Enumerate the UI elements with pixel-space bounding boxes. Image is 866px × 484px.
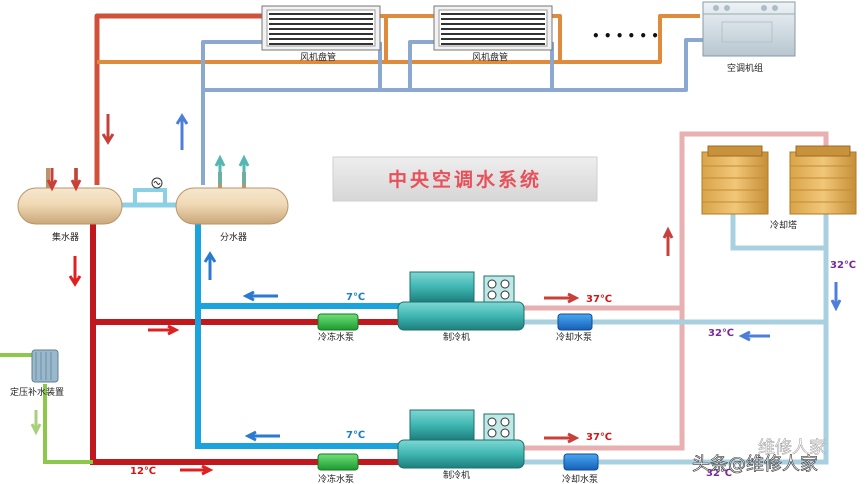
watermark: 维修人家 头条@维修人家 xyxy=(692,438,827,476)
cw-pump-2-label: 冷却水泵 xyxy=(562,473,598,484)
distributor-label: 分水器 xyxy=(220,231,247,243)
fan-coil-unit-2 xyxy=(433,5,553,51)
collector-header xyxy=(17,168,123,225)
supply-temp-2: 7℃ xyxy=(346,430,365,441)
more-units-ellipsis: • • • • • • xyxy=(592,29,659,43)
cw-in-temp-2: 32℃ xyxy=(706,468,732,479)
fan-coil-2-label: 风机盘管 xyxy=(472,51,508,63)
flow-arrows xyxy=(30,113,842,476)
chilled-water-pump-1 xyxy=(317,313,359,331)
chiller-2-label: 制冷机 xyxy=(443,469,470,481)
tower-out-temp: 32℃ xyxy=(830,260,856,271)
cooling-water-pump-1 xyxy=(557,313,593,331)
chiller-1 xyxy=(397,271,525,331)
collector-label: 集水器 xyxy=(52,231,79,243)
supply-temp-1: 7℃ xyxy=(346,292,365,303)
chilled-water-pump-2 xyxy=(317,453,359,471)
cooling-tower-2 xyxy=(789,145,857,215)
return-temp-1: 12℃ xyxy=(108,327,134,338)
watermark-line1: 维修人家 xyxy=(758,438,826,458)
cooling-water-pump-2 xyxy=(563,453,599,471)
cooling-tower-1 xyxy=(701,145,769,215)
air-handling-unit xyxy=(702,1,796,57)
chw-pump-2-label: 冷冻水泵 xyxy=(318,473,354,484)
cooling-tower-label: 冷却塔 xyxy=(770,219,797,231)
title-box: 中央空调水系统 xyxy=(332,156,598,202)
return-temp-2: 12℃ xyxy=(130,466,156,477)
fan-coil-1-label: 风机盘管 xyxy=(300,51,336,63)
chiller-2 xyxy=(397,409,525,469)
expansion-label: 定压补水装置 xyxy=(10,386,64,398)
makeup-water-pipes xyxy=(0,353,93,464)
diagram-title: 中央空调水系统 xyxy=(388,168,542,191)
bypass-valve-icon xyxy=(151,177,163,189)
distributor-header xyxy=(175,172,289,225)
chw-pump-1-label: 冷冻水泵 xyxy=(318,331,354,343)
chiller-1-label: 制冷机 xyxy=(443,331,470,343)
expansion-tank xyxy=(31,349,59,383)
cw-out-temp-1: 37℃ xyxy=(586,294,612,305)
cw-out-temp-2: 37℃ xyxy=(586,432,612,443)
cw-pump-1-label: 冷却水泵 xyxy=(556,331,592,343)
fan-coil-unit-1 xyxy=(261,5,381,51)
condenser-water-pipes xyxy=(524,131,829,465)
watermark-line2: 头条@维修人家 xyxy=(692,454,818,475)
ahu-label: 空调机组 xyxy=(727,62,763,74)
cw-in-temp-1: 32℃ xyxy=(708,328,734,339)
fan-coil-pipes xyxy=(94,13,706,185)
